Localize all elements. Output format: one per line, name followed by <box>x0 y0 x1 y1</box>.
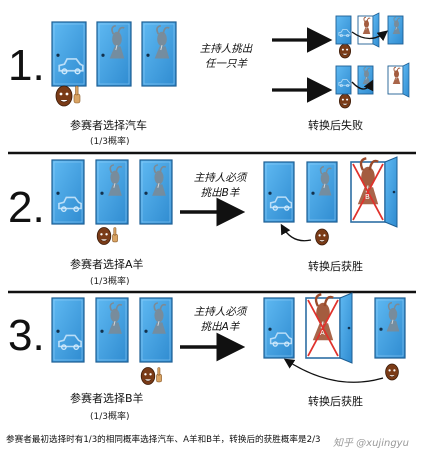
door-icon <box>139 159 173 225</box>
contestant-icon <box>385 363 399 381</box>
contestant-icon <box>55 85 81 107</box>
door-icon <box>51 159 85 225</box>
goat-icon <box>392 66 401 85</box>
watermark: 知乎 @xujingyu <box>333 434 409 449</box>
panel1-choice-label: 参赛者选择汽车 <box>70 119 147 132</box>
panel1-host-line-1: 主持人挑出 <box>199 43 253 55</box>
cross-icon <box>307 299 339 357</box>
panel1-result-label: 转换后失败 <box>308 119 363 132</box>
door-icon <box>96 21 132 87</box>
contestant-icon <box>338 93 351 109</box>
panel3-host-label: 主持人必须 挑出A羊 <box>180 305 260 335</box>
goat-icon <box>109 24 125 59</box>
car-icon <box>58 196 82 213</box>
door-icon <box>95 297 129 363</box>
door-icon <box>95 159 129 225</box>
small-door-icon <box>387 62 410 98</box>
arrow-icon <box>280 223 312 242</box>
open-door-icon: B <box>350 156 398 228</box>
door-icon <box>139 297 173 363</box>
goat-icon <box>154 24 170 59</box>
mini-scenario-top <box>335 12 404 59</box>
car-icon <box>269 196 293 211</box>
panel3-probability-label: (1/3概率) <box>90 412 130 422</box>
door-icon <box>374 297 406 359</box>
car-icon <box>338 79 351 88</box>
open-door-icon: A <box>305 292 353 364</box>
small-door-icon <box>387 15 404 45</box>
arrow-icon <box>283 358 384 383</box>
panel2-host-line-1: 主持人必须 <box>193 172 247 184</box>
contestant-icon <box>96 227 118 245</box>
car-icon <box>338 29 351 38</box>
door-letter: B <box>365 193 370 201</box>
door-icon <box>263 161 295 223</box>
panel2-probability-label: (1/3概率) <box>90 277 130 287</box>
step-number-1: 1. <box>8 41 45 90</box>
goat-icon <box>392 16 401 35</box>
small-door-icon <box>357 65 374 95</box>
goat-icon <box>152 302 167 334</box>
step-number-2: 2. <box>8 183 45 232</box>
goat-icon <box>386 301 400 332</box>
divider-lines <box>8 151 416 294</box>
car-icon <box>58 58 84 75</box>
mini-scenario-bottom <box>335 62 410 109</box>
panel2-host-line-2: 挑出B羊 <box>200 187 240 199</box>
bottom-caption: 参赛者最初选择时有1/3的相同概率选择汽车、A羊和B羊，转换后的获胜概率是2/3 <box>6 435 321 445</box>
small-door-icon <box>357 12 380 48</box>
panel3-host-line-1: 主持人必须 <box>193 306 247 318</box>
contestant-icon <box>140 367 162 385</box>
panel2-result-label: 转换后获胜 <box>308 260 363 273</box>
goat-icon <box>108 164 123 196</box>
goat-icon <box>108 302 123 334</box>
small-door-icon <box>335 65 352 95</box>
panel3-host-line-2: 挑出A羊 <box>200 321 240 333</box>
car-icon <box>269 332 293 347</box>
panel-3: A <box>51 292 406 385</box>
goat-icon <box>362 16 371 35</box>
door-icon <box>263 297 295 359</box>
panel2-host-label: 主持人必须 挑出B羊 <box>180 171 260 201</box>
car-icon <box>58 334 82 350</box>
door-icon <box>51 21 87 87</box>
door-letter: A <box>320 329 325 337</box>
panel1-host-line-2: 任一只羊 <box>205 58 247 70</box>
goat-icon <box>318 165 332 196</box>
arrow-icon <box>351 30 389 41</box>
panel3-choice-label: 参赛者选择B羊 <box>70 392 144 405</box>
arrow-icon <box>351 79 374 92</box>
door-icon <box>306 161 338 223</box>
door-icon <box>51 297 85 363</box>
small-door-icon <box>335 15 352 45</box>
door-icon <box>141 21 177 87</box>
panel1-host-label: 主持人挑出 任一只羊 <box>186 42 266 72</box>
panel-2: B <box>51 156 398 246</box>
step-number-3: 3. <box>8 311 45 360</box>
contestant-icon <box>315 228 329 246</box>
contestant-icon <box>338 43 351 59</box>
goat-icon <box>152 164 167 196</box>
panel-1 <box>51 12 410 109</box>
cross-icon <box>352 163 384 221</box>
panel2-choice-label: 参赛者选择A羊 <box>70 258 144 271</box>
panel3-result-label: 转换后获胜 <box>308 395 363 408</box>
panel1-probability-label: (1/3概率) <box>90 137 130 147</box>
